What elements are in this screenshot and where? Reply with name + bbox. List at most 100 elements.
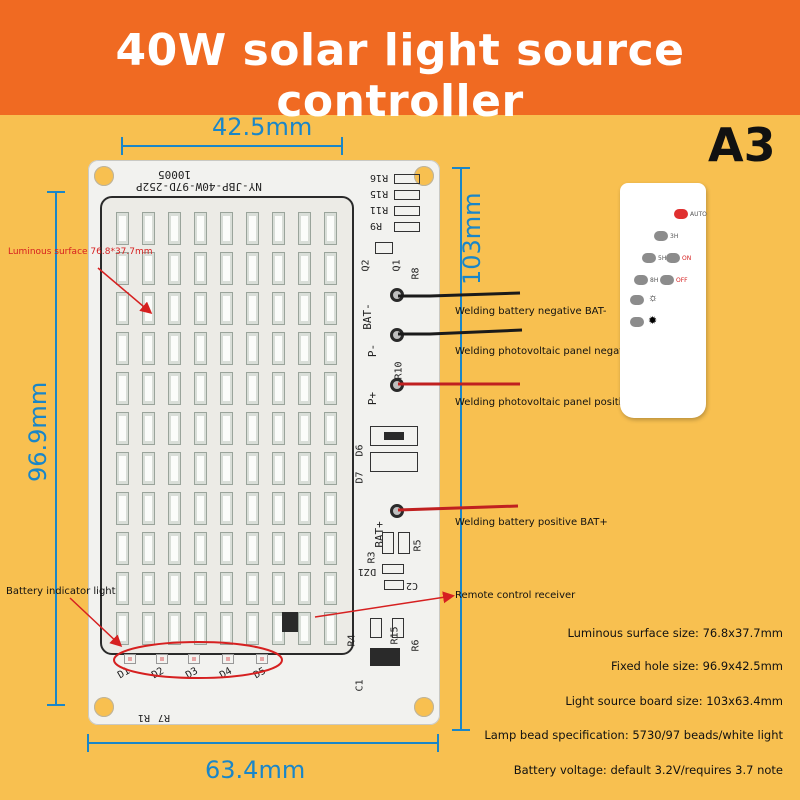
- led-bead: [168, 252, 181, 285]
- led-bead: [246, 532, 259, 565]
- led-bead: [272, 452, 285, 485]
- resistor: [370, 618, 382, 638]
- silk-bat-negative: BAT-: [360, 303, 374, 330]
- silk-r6: R6: [410, 639, 422, 652]
- led-bead: [168, 212, 181, 245]
- led-bead: [324, 212, 337, 245]
- dimension-line-left: [55, 192, 57, 705]
- dimension-line-top: [122, 145, 342, 147]
- led-bead: [246, 412, 259, 445]
- silk-r5: R5: [412, 539, 424, 552]
- diode-d6: [370, 426, 418, 446]
- pad-bat-positive: [390, 504, 404, 518]
- sun-dim-icon: ✹: [648, 315, 658, 327]
- led-bead: [220, 452, 233, 485]
- zener-diode: [382, 564, 404, 574]
- dimension-tick: [47, 191, 65, 193]
- dimension-tick: [87, 734, 89, 752]
- led-bead: [194, 372, 207, 405]
- ic-chip: [370, 648, 400, 666]
- led-bead: [272, 372, 285, 405]
- led-bead: [272, 332, 285, 365]
- led-bead: [298, 412, 311, 445]
- remote-auto-button[interactable]: [674, 209, 688, 219]
- led-bead: [298, 532, 311, 565]
- remote-3h-button[interactable]: [654, 231, 668, 241]
- dimension-top-width: 42.5mm: [212, 113, 313, 141]
- led-bead: [116, 612, 129, 645]
- label-battery-indicator: Battery indicator light: [6, 586, 116, 597]
- mounting-hole: [94, 697, 114, 717]
- silk-r8: R8: [410, 267, 422, 280]
- label-welding-pv-positive: Welding photovoltaic panel positive grad…: [455, 397, 684, 408]
- led-bead: [246, 492, 259, 525]
- led-bead: [168, 372, 181, 405]
- led-bead: [298, 252, 311, 285]
- led-bead: [142, 412, 155, 445]
- diode-d7: [370, 452, 418, 472]
- label-welding-bat-positive: Welding battery positive BAT+: [455, 517, 608, 528]
- remote-off-button[interactable]: [660, 275, 674, 285]
- silk-r11: R11: [370, 204, 389, 215]
- silk-q1: Q1: [391, 259, 403, 272]
- indicator-led-d1: [124, 654, 136, 664]
- led-bead: [168, 612, 181, 645]
- led-bead: [246, 252, 259, 285]
- led-bead: [116, 452, 129, 485]
- led-bead: [220, 412, 233, 445]
- remote-5h-button[interactable]: [642, 253, 656, 263]
- dimension-tick: [47, 704, 65, 706]
- led-bead: [246, 572, 259, 605]
- dimension-line-bottom: [88, 742, 438, 744]
- led-bead: [220, 572, 233, 605]
- led-bead: [272, 412, 285, 445]
- spec-board-size: Light source board size: 103x63.4mm: [565, 694, 783, 708]
- mounting-hole: [94, 166, 114, 186]
- remote-on-button[interactable]: [666, 253, 680, 263]
- led-bead: [298, 452, 311, 485]
- indicator-led-d2: [156, 654, 168, 664]
- dimension-tick: [437, 734, 439, 752]
- led-bead: [116, 492, 129, 525]
- title-banner: 40W solar light source controller: [0, 0, 800, 127]
- silk-d5: D5: [252, 665, 268, 682]
- page-title: 40W solar light source controller: [115, 25, 685, 127]
- led-bead: [246, 212, 259, 245]
- remote-dimmer-button[interactable]: [630, 317, 644, 327]
- remote-8h-button[interactable]: [634, 275, 648, 285]
- led-bead: [194, 332, 207, 365]
- led-bead: [324, 292, 337, 325]
- silk-part-number: NY-JBP-40W-97D-252P: [136, 180, 262, 193]
- led-bead: [272, 572, 285, 605]
- led-bead: [298, 292, 311, 325]
- led-bead: [220, 492, 233, 525]
- led-bead: [324, 412, 337, 445]
- silk-d6: D6: [354, 444, 366, 457]
- led-bead: [324, 612, 337, 645]
- silk-r7: R7: [158, 712, 171, 723]
- led-bead: [220, 532, 233, 565]
- silk-r16: R16: [370, 172, 389, 183]
- led-bead: [220, 372, 233, 405]
- silk-r4: R4: [346, 634, 358, 647]
- led-bead: [298, 612, 311, 645]
- remote-label-5h: 5H: [658, 255, 667, 262]
- led-bead: [246, 612, 259, 645]
- resistor: [394, 190, 420, 200]
- led-bead: [272, 492, 285, 525]
- led-bead: [272, 252, 285, 285]
- led-bead: [298, 212, 311, 245]
- silk-r15: R15: [370, 188, 389, 199]
- led-bead: [272, 212, 285, 245]
- luminous-surface: [100, 196, 354, 655]
- led-bead: [272, 532, 285, 565]
- pad-pv-positive: [390, 378, 404, 392]
- remote-brighter-button[interactable]: [630, 295, 644, 305]
- indicator-led-d5: [256, 654, 268, 664]
- led-bead: [168, 452, 181, 485]
- led-bead: [116, 212, 129, 245]
- transistor: [375, 242, 393, 254]
- remote-label-3h: 3H: [670, 233, 679, 240]
- silk-d2: D2: [150, 665, 166, 682]
- led-bead: [272, 292, 285, 325]
